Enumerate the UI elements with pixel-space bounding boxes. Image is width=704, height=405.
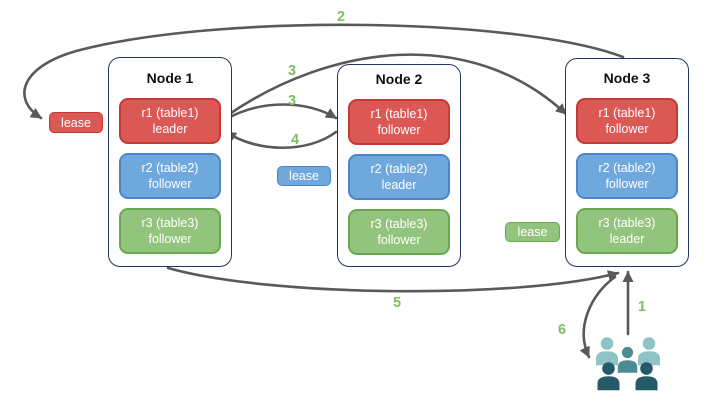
replica-r2-table2: r2 (table2) follower bbox=[576, 153, 678, 199]
replica-role: follower bbox=[605, 122, 649, 136]
node-title: Node 3 bbox=[603, 70, 651, 86]
replica-name: r1 (table1) bbox=[370, 106, 428, 121]
replica-r1-table1: r1 (table1) follower bbox=[348, 99, 450, 145]
replica-role: leader bbox=[152, 122, 188, 136]
replica-role: follower bbox=[377, 233, 421, 247]
node-3: Node 3 r1 (table1) follower r2 (table2) … bbox=[565, 58, 689, 267]
node-1: Node 1 r1 (table1) leader r2 (table2) fo… bbox=[108, 57, 232, 267]
user-back-left bbox=[596, 337, 618, 366]
replica-stack: r1 (table1) leader r2 (table2) follower … bbox=[109, 88, 231, 254]
replica-name: r1 (table1) bbox=[598, 105, 656, 120]
replica-role: follower bbox=[148, 177, 192, 191]
replica-stack: r1 (table1) follower r2 (table2) leader … bbox=[338, 89, 460, 255]
replica-name: r1 (table1) bbox=[141, 105, 199, 120]
flow-step-3b: 3 bbox=[287, 93, 297, 109]
flow-step-1: 1 bbox=[637, 299, 647, 315]
node-title: Node 2 bbox=[375, 71, 423, 87]
replica-role: follower bbox=[148, 232, 192, 246]
replica-role: follower bbox=[377, 123, 421, 137]
lease-badge-green: lease bbox=[505, 222, 560, 242]
lease-badge-blue: lease bbox=[277, 166, 331, 186]
flow-step-6: 6 bbox=[557, 322, 567, 338]
replica-r1-table1: r1 (table1) leader bbox=[119, 98, 221, 144]
replica-role: leader bbox=[381, 178, 417, 192]
flow-step-3a: 3 bbox=[287, 63, 297, 79]
users-group-icon bbox=[596, 337, 660, 391]
replica-r3-table3: r3 (table3) follower bbox=[119, 208, 221, 254]
replica-name: r2 (table2) bbox=[598, 160, 656, 175]
replica-name: r3 (table3) bbox=[598, 215, 656, 230]
node-2: Node 2 r1 (table1) follower r2 (table2) … bbox=[337, 64, 461, 267]
arrow-3-node1-to-node2 bbox=[226, 103, 338, 120]
replica-name: r2 (table2) bbox=[370, 161, 428, 176]
replica-name: r3 (table3) bbox=[141, 215, 199, 230]
replica-r2-table2: r2 (table2) leader bbox=[348, 154, 450, 200]
arrow-4-node2-to-node1 bbox=[224, 130, 338, 150]
replica-role: leader bbox=[609, 232, 645, 246]
user-back-right bbox=[638, 337, 660, 366]
user-middle bbox=[617, 346, 638, 373]
node-title: Node 1 bbox=[146, 70, 194, 86]
replica-stack: r1 (table1) follower r2 (table2) followe… bbox=[566, 88, 688, 254]
flow-step-4: 4 bbox=[290, 132, 300, 148]
replica-name: r2 (table2) bbox=[141, 160, 199, 175]
replica-role: follower bbox=[605, 177, 649, 191]
replica-r2-table2: r2 (table2) follower bbox=[119, 153, 221, 199]
user-front-right bbox=[635, 362, 658, 391]
lease-badge-red: lease bbox=[49, 112, 103, 133]
flow-step-5: 5 bbox=[392, 295, 402, 311]
replica-r3-table3: r3 (table3) leader bbox=[576, 208, 678, 254]
replica-r3-table3: r3 (table3) follower bbox=[348, 209, 450, 255]
replica-r1-table1: r1 (table1) follower bbox=[576, 98, 678, 144]
flow-step-2: 2 bbox=[336, 9, 346, 25]
arrow-5-node1-to-node3 bbox=[166, 266, 620, 293]
replica-name: r3 (table3) bbox=[370, 216, 428, 231]
user-front-left bbox=[597, 362, 620, 391]
